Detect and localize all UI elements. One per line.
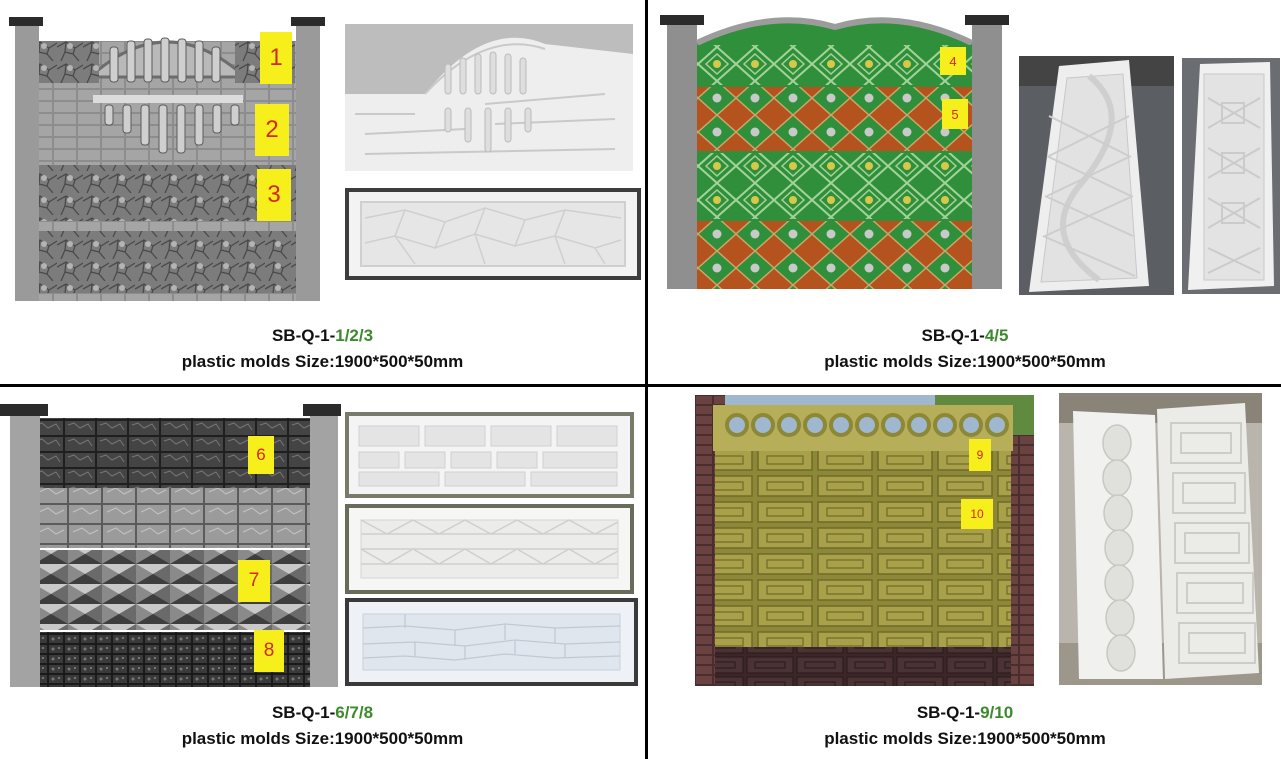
model-code-suffix: 1/2/3 — [335, 326, 374, 345]
mold-label-5: 5 — [942, 99, 968, 129]
panel-sb-q-1-123: 1 2 3 — [0, 0, 645, 384]
vertical-divider — [645, 0, 648, 759]
mold-label-1: 1 — [260, 32, 292, 84]
caption-3: SB-Q-1-6/7/8 plastic molds Size:1900*500… — [0, 700, 645, 752]
mold-label-2: 2 — [255, 104, 289, 156]
mold-photo-1-2 — [345, 24, 633, 171]
size-line-2: plastic molds Size:1900*500*50mm — [824, 352, 1106, 371]
mold-photo-6 — [345, 412, 634, 498]
horizontal-divider — [0, 384, 1281, 387]
mold-label-8: 8 — [254, 630, 284, 672]
mold-photo-4 — [1019, 56, 1174, 295]
caption-1: SB-Q-1-1/2/3 plastic molds Size:1900*500… — [0, 323, 645, 375]
panel-sb-q-1-45: 4 5 SB-Q-1-4/5 plastic mold — [649, 0, 1281, 384]
fence-render-3: 6 7 8 — [0, 404, 345, 687]
size-line-4: plastic molds Size:1900*500*50mm — [824, 729, 1106, 748]
fence-render-1: 1 2 3 — [5, 17, 335, 301]
model-code-suffix: 9/10 — [980, 703, 1014, 722]
mold-label-7: 7 — [238, 560, 270, 602]
mold-photo-3 — [345, 188, 641, 280]
model-code-suffix: 6/7/8 — [335, 703, 374, 722]
mold-photo-7 — [345, 504, 634, 594]
model-code-prefix: SB-Q-1- — [916, 703, 981, 722]
fence-photo-4: 9 10 — [695, 395, 1034, 686]
panel-sb-q-1-910: 9 10 SB-Q-1-9/10 pla — [649, 388, 1281, 759]
model-code-1: SB-Q-1-1/2/3 — [0, 323, 645, 349]
mold-photo-8 — [345, 598, 638, 686]
model-code-3: SB-Q-1-6/7/8 — [0, 700, 645, 726]
model-code-prefix: SB-Q-1- — [921, 326, 985, 345]
mold-label-10: 10 — [961, 499, 993, 529]
model-code-prefix: SB-Q-1- — [271, 703, 336, 722]
caption-2: SB-Q-1-4/5 plastic molds Size:1900*500*5… — [649, 323, 1281, 375]
caption-4: SB-Q-1-9/10 plastic molds Size:1900*500*… — [649, 700, 1281, 752]
size-line-3: plastic molds Size:1900*500*50mm — [181, 729, 464, 748]
mold-photo-5 — [1182, 58, 1280, 294]
mold-label-9: 9 — [969, 439, 991, 471]
mold-photo-9-10 — [1059, 393, 1262, 685]
mold-label-6: 6 — [248, 436, 274, 474]
model-code-suffix: 4/5 — [984, 326, 1009, 345]
model-code-prefix: SB-Q-1- — [271, 326, 336, 345]
panel-sb-q-1-678: 6 7 8 — [0, 388, 645, 759]
size-line-1: plastic molds Size:1900*500*50mm — [181, 352, 464, 371]
fence-render-2: 4 5 — [660, 13, 1009, 289]
model-code-4: SB-Q-1-9/10 — [649, 700, 1281, 726]
mold-label-3: 3 — [257, 169, 291, 221]
mold-label-4: 4 — [940, 47, 966, 75]
model-code-2: SB-Q-1-4/5 — [649, 323, 1281, 349]
